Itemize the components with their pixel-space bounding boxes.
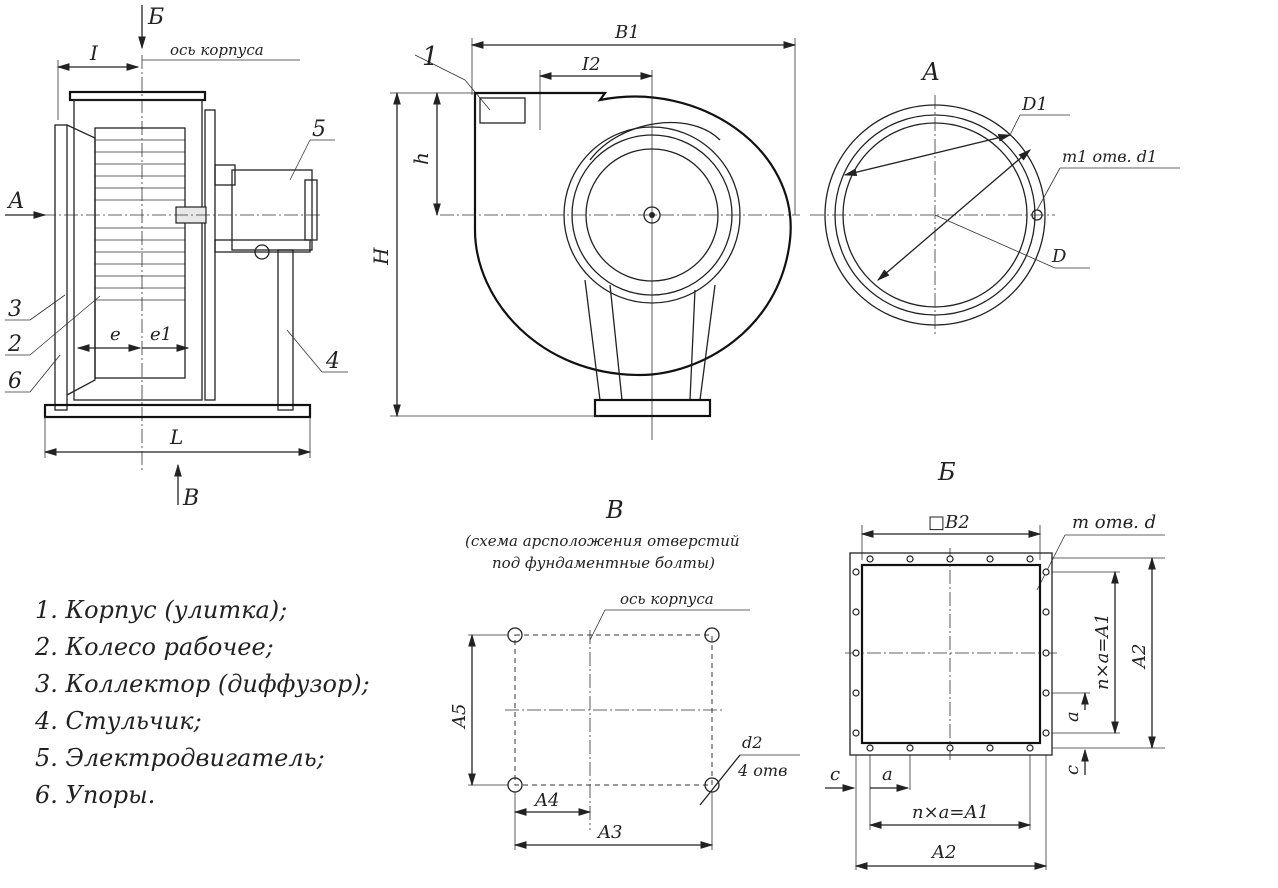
view-v-title: В (605, 496, 624, 524)
dim-a-horizontal: a (882, 764, 893, 785)
legend-item: 2. Колесо рабочее; (34, 633, 274, 661)
view-v-subtitle-2: под фундаментные болты) (492, 554, 715, 572)
dim-a2-horizontal: A2 (930, 842, 956, 863)
view-b-label: Б (147, 5, 164, 30)
callout-6: 6 (8, 369, 22, 394)
holes-label-b: m отв. d (1072, 512, 1156, 533)
view-b: Б □B2 m отв. d n×a=A1 A2 a c c a (825, 458, 1165, 870)
flange-holes (852, 555, 1050, 752)
view-a-title: А (920, 58, 940, 86)
dim-nxa-vertical: n×a=A1 (1092, 613, 1113, 690)
dim-a4-label: A4 (533, 790, 559, 811)
legend-item: 4. Стульчик; (34, 707, 202, 735)
legend-item: 1. Корпус (улитка); (35, 596, 287, 624)
callout-5: 5 (312, 117, 326, 142)
dim-d2-label: d2 (742, 733, 762, 752)
dim-i2-label: I2 (581, 54, 601, 75)
dim-b1-label: B1 (614, 22, 640, 43)
view-v: В (схема арсположения отверстий под фунд… (449, 496, 800, 850)
legend-item: 3. Коллектор (диффузор); (35, 670, 370, 698)
holes-label-a: m1 отв. d1 (1062, 147, 1157, 166)
dim-a-vertical: a (1062, 711, 1083, 722)
dim-b2-label: □B2 (928, 512, 970, 533)
callout-1: 1 (422, 42, 439, 72)
impeller-blades (94, 127, 186, 379)
legend: 1. Корпус (улитка); 2. Колесо рабочее; 3… (34, 596, 370, 809)
dim-nxa-horizontal: n×a=A1 (912, 802, 989, 823)
dim-i-label: I (89, 41, 99, 65)
dim-h-upper-label: H (369, 247, 393, 266)
view-a: А D1 D m1 отв. d1 (810, 58, 1180, 335)
callout-3: 3 (8, 297, 22, 322)
front-view: B1 I2 1 H h (369, 22, 800, 440)
view-v-axis-label: ось корпуса (620, 590, 714, 608)
holes-label-v: 4 отв (737, 761, 787, 780)
legend-item: 5. Электродвигатель; (35, 744, 325, 772)
dim-h-label: h (409, 152, 433, 165)
dim-e1-label: e1 (150, 324, 172, 345)
dim-l-label: L (169, 425, 183, 449)
callout-2: 2 (7, 332, 22, 357)
legend-item: 6. Упоры. (35, 781, 155, 809)
view-a-label: А (6, 189, 25, 214)
callout-4: 4 (325, 349, 340, 374)
dim-c-vertical: c (1062, 765, 1083, 775)
view-v-label: В (182, 486, 199, 511)
side-view: Б I ось корпуса А (5, 5, 348, 511)
dim-a2-vertical: A2 (1129, 644, 1150, 670)
axis-label: ось корпуса (170, 41, 264, 59)
dim-d1-label: D1 (1021, 94, 1048, 115)
dim-e-label: e (110, 324, 121, 345)
dim-a3-label: A3 (596, 822, 622, 843)
view-v-subtitle-1: (схема арсположения отверстий (465, 532, 740, 550)
dim-a5-label: A5 (449, 704, 470, 730)
dim-c-horizontal: c (830, 764, 840, 785)
dim-d-label: D (1051, 246, 1067, 267)
view-b-title: Б (937, 458, 956, 486)
